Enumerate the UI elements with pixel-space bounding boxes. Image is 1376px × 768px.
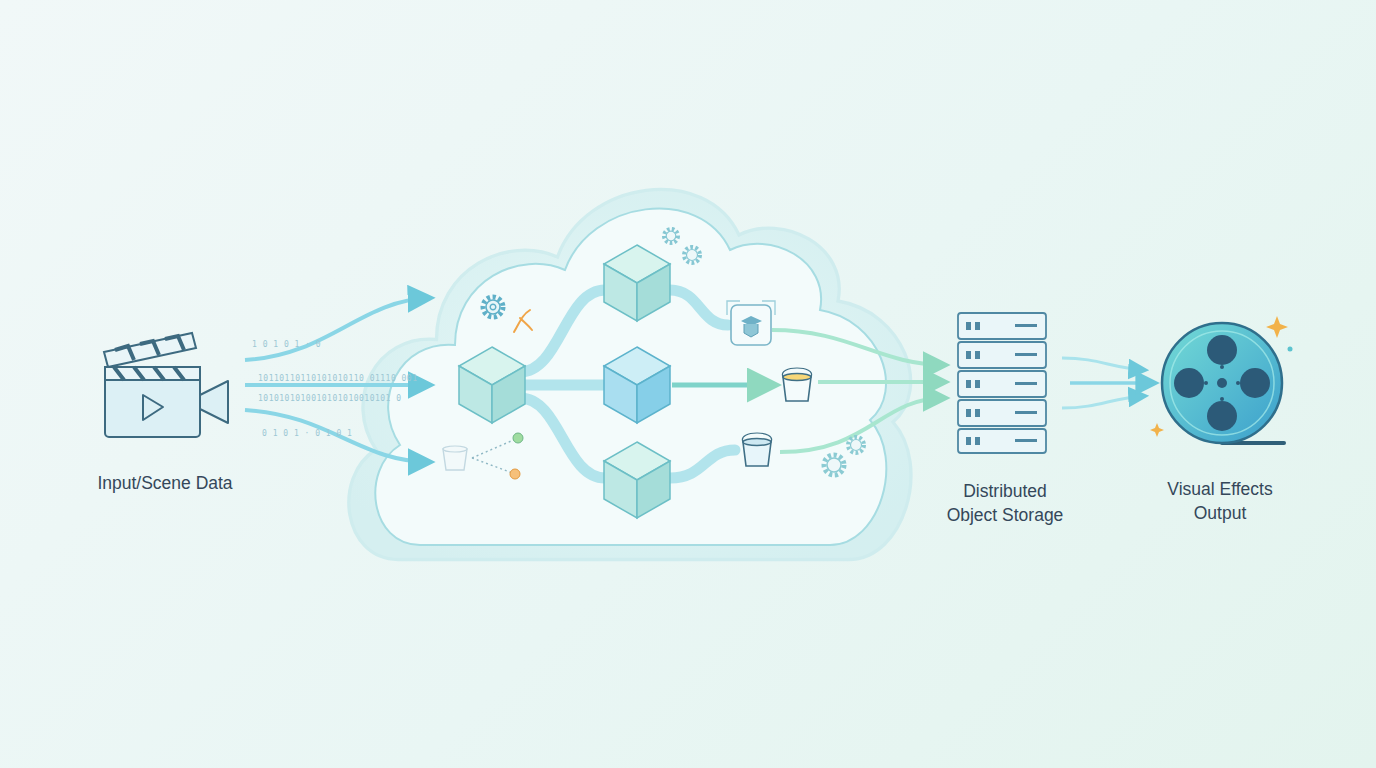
storage-stream <box>772 330 945 365</box>
bucket-icon <box>443 446 467 470</box>
binary-text: 1 0 1 0 1 · 0 <box>252 340 321 349</box>
spark-symbol <box>514 310 532 332</box>
network-symbol <box>472 433 523 479</box>
sparkle <box>1150 423 1164 437</box>
node-label: Distributed Object Storage <box>940 479 1070 527</box>
bucket-icon <box>782 368 811 401</box>
output-stream <box>1062 358 1145 370</box>
compute-cube <box>604 347 670 423</box>
node-label: Input/Scene Data <box>97 471 232 495</box>
flow-connector <box>1070 381 1155 385</box>
gear-icon <box>848 437 864 453</box>
icon-node: Input/Scene Data <box>95 315 235 495</box>
clapperboard-camera <box>104 333 228 437</box>
container-icon <box>727 301 775 345</box>
sparkle <box>1266 316 1288 338</box>
gear-icon <box>824 455 844 475</box>
node-label: Visual Effects Output <box>1155 477 1285 525</box>
flow-tube <box>525 380 603 391</box>
storage-stream <box>780 398 945 452</box>
binary-text: 0 1 0 1 · 0 1 0 1 <box>262 429 352 438</box>
data-stream <box>245 298 430 360</box>
cloud-outline <box>375 209 886 545</box>
binary-text: 1010101010010101010010101 0 <box>258 394 402 403</box>
flow-tube <box>670 450 735 478</box>
data-stream <box>245 383 430 387</box>
film-reel <box>1162 323 1284 443</box>
compute-cube <box>604 442 670 518</box>
compute-cube <box>459 347 525 423</box>
binary-text: 10110110110101010110 01110 001 <box>258 374 418 383</box>
icon-node: Visual Effects Output <box>1155 318 1285 525</box>
compute-cube <box>604 245 670 321</box>
flow-tube <box>520 398 605 478</box>
gear-icon <box>684 247 700 263</box>
sparkle <box>1288 347 1293 352</box>
gear-icon <box>483 297 503 317</box>
server-stack <box>958 313 1046 453</box>
cloud-glow <box>349 189 911 559</box>
flow-tube <box>520 290 605 372</box>
gear-icon <box>664 229 678 243</box>
flow-arrow <box>672 383 775 388</box>
flow-tube <box>670 290 728 325</box>
output-stream <box>1062 396 1145 408</box>
storage-stream <box>818 380 945 384</box>
icon-node: Distributed Object Storage <box>940 305 1070 527</box>
data-stream <box>245 410 430 462</box>
bucket-icon <box>742 433 771 466</box>
